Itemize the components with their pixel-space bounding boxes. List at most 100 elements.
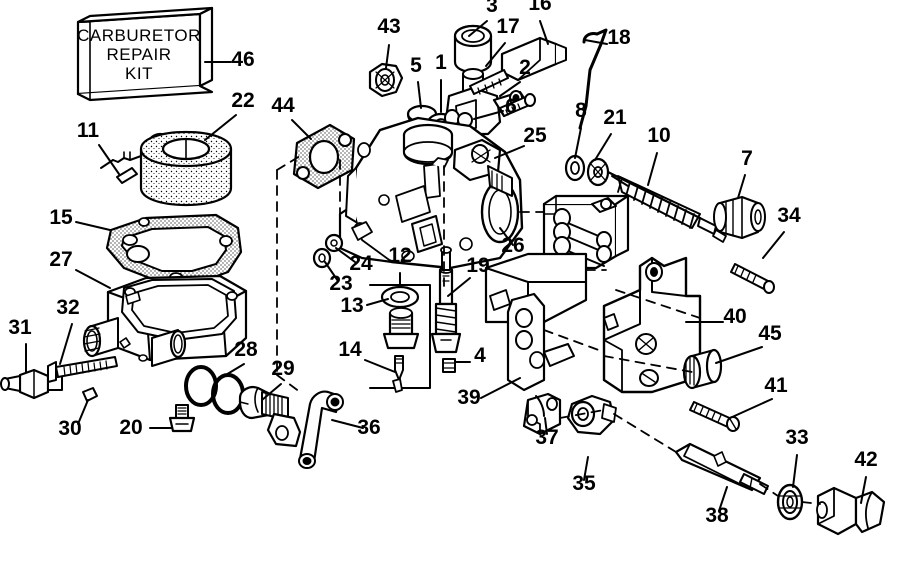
callout-leader-45 bbox=[715, 346, 763, 364]
washer-parts bbox=[564, 154, 610, 187]
callout-leader-28 bbox=[223, 363, 245, 377]
callout-number-13: 13 bbox=[340, 294, 363, 317]
callout-number-46: 46 bbox=[231, 48, 254, 71]
callout-leader-17 bbox=[485, 42, 506, 67]
callout-number-1: 1 bbox=[435, 51, 447, 74]
callout-number-14: 14 bbox=[338, 338, 362, 361]
callout-number-45: 45 bbox=[758, 322, 782, 345]
callout-number-2: 2 bbox=[519, 56, 531, 79]
callout-number-37: 37 bbox=[535, 426, 558, 449]
callout-leader-24 bbox=[335, 247, 356, 263]
callout-number-43: 43 bbox=[377, 15, 400, 38]
callout-number-22: 22 bbox=[231, 89, 254, 112]
callout-number-8: 8 bbox=[575, 99, 587, 122]
callout-number-15: 15 bbox=[49, 206, 73, 229]
bowl-screw-part bbox=[47, 356, 118, 383]
callout-leader-34 bbox=[762, 231, 785, 259]
kit-box-line2: REPAIR bbox=[106, 45, 171, 64]
mounting-bracket-part bbox=[602, 256, 702, 394]
bracket-screw-part bbox=[730, 263, 775, 294]
callout-number-3: 3 bbox=[486, 0, 498, 17]
callout-number-39: 39 bbox=[457, 386, 480, 409]
jet-gasket-part bbox=[380, 285, 420, 309]
callout-number-29: 29 bbox=[271, 357, 294, 380]
callout-leader-15 bbox=[75, 221, 111, 231]
flange-gasket-part bbox=[292, 123, 356, 190]
callout-leader-22 bbox=[204, 114, 237, 141]
callout-number-40: 40 bbox=[723, 305, 746, 328]
kit-box-line1: CARBURETOR bbox=[77, 26, 201, 45]
callout-number-23: 23 bbox=[329, 272, 352, 295]
drain-plug-part bbox=[0, 368, 63, 400]
callout-number-12: 12 bbox=[388, 244, 411, 267]
callout-leader-16 bbox=[539, 20, 549, 45]
callout-number-19: 19 bbox=[466, 254, 489, 277]
roll-pin-part bbox=[82, 387, 98, 402]
callout-leader-41 bbox=[729, 398, 773, 419]
kit-boundary-dashes bbox=[276, 155, 445, 393]
throttle-link-rod-part bbox=[298, 390, 344, 469]
callout-number-25: 25 bbox=[523, 124, 547, 147]
float-part bbox=[100, 130, 233, 207]
callout-leader-36 bbox=[331, 419, 364, 429]
carburetor-body-part bbox=[338, 116, 524, 270]
callout-number-7: 7 bbox=[741, 147, 753, 170]
throttle-shaft-bushing-part bbox=[776, 483, 804, 521]
callout-leader-27 bbox=[75, 269, 111, 289]
callout-number-38: 38 bbox=[705, 504, 729, 527]
inlet-needle-part bbox=[392, 355, 404, 393]
callout-leader-5 bbox=[417, 81, 422, 109]
callout-leader-2 bbox=[499, 81, 521, 97]
packing-washer-parts bbox=[312, 233, 344, 269]
callout-number-16: 16 bbox=[528, 0, 551, 15]
callout-leader-19 bbox=[447, 277, 471, 297]
callout-number-36: 36 bbox=[357, 416, 380, 439]
callout-leader-21 bbox=[594, 133, 612, 161]
callout-leader-44 bbox=[291, 119, 312, 140]
assembly-axis-dashes bbox=[519, 211, 821, 505]
o-ring-part bbox=[184, 365, 245, 415]
callout-number-24: 24 bbox=[349, 252, 373, 275]
callout-leader-14 bbox=[364, 359, 396, 373]
callout-leader-38 bbox=[718, 486, 728, 512]
callout-leader-30 bbox=[77, 399, 89, 425]
callout-number-5: 5 bbox=[410, 54, 422, 77]
callout-leader-33 bbox=[792, 454, 798, 488]
needle-packing-nut-part bbox=[713, 195, 766, 240]
callout-leader-6 bbox=[473, 110, 504, 120]
repair-kit-box bbox=[76, 6, 214, 102]
callout-number-34: 34 bbox=[777, 204, 801, 227]
callout-leader-18 bbox=[584, 39, 608, 45]
callout-leader-43 bbox=[385, 44, 390, 69]
packing-nut-part bbox=[368, 62, 404, 98]
float-bowl-part bbox=[82, 274, 248, 367]
callout-leader-25 bbox=[494, 145, 525, 159]
callout-number-28: 28 bbox=[234, 338, 258, 361]
kit-box-line3: KIT bbox=[125, 64, 153, 83]
callout-leader-29 bbox=[261, 383, 282, 401]
callout-number-11: 11 bbox=[77, 119, 100, 142]
bracket-bolt-part bbox=[689, 401, 740, 432]
float-bowl-gasket-part bbox=[105, 213, 243, 284]
air-silencer-bracket-part bbox=[484, 194, 630, 392]
callout-leader-37 bbox=[544, 417, 548, 435]
throttle-cam-follower-part bbox=[566, 394, 617, 436]
callout-number-42: 42 bbox=[854, 448, 877, 471]
callout-leader-8 bbox=[574, 127, 582, 159]
callout-leader-32 bbox=[59, 323, 73, 365]
callout-number-31: 31 bbox=[8, 316, 32, 339]
callout-leader-26 bbox=[499, 227, 514, 246]
callout-leader-13 bbox=[366, 298, 389, 306]
callout-number-30: 30 bbox=[58, 417, 81, 440]
float-hinge-pin-part bbox=[116, 167, 138, 184]
callout-leader-23 bbox=[324, 261, 339, 282]
callout-number-27: 27 bbox=[49, 248, 72, 271]
callout-number-10: 10 bbox=[647, 124, 670, 147]
main-jet-part bbox=[382, 307, 420, 350]
callout-number-35: 35 bbox=[572, 472, 596, 495]
callout-number-17: 17 bbox=[496, 15, 519, 38]
callout-leader-42 bbox=[860, 476, 867, 504]
